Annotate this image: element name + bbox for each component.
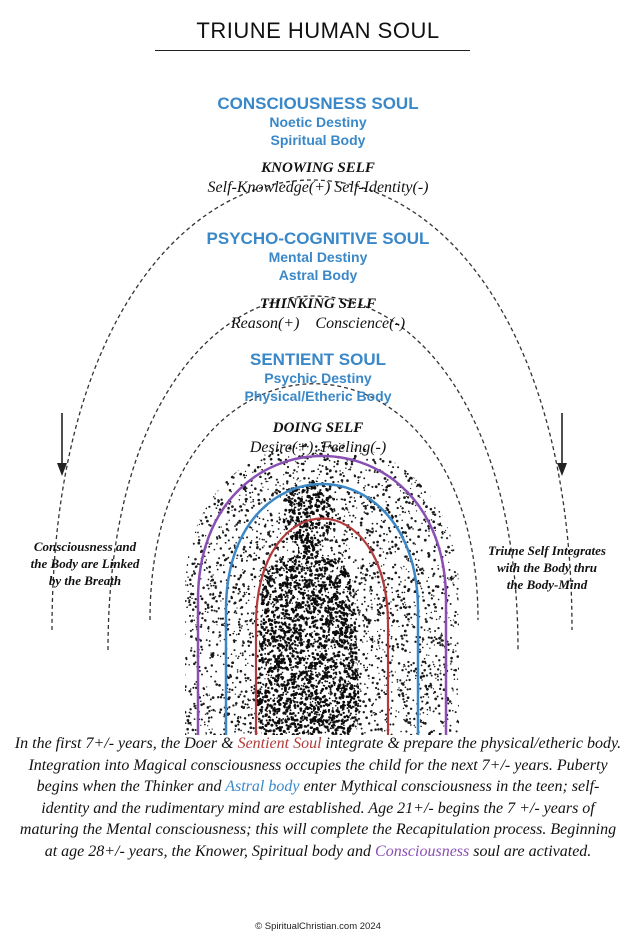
left-down-arrow-icon <box>57 413 67 476</box>
title-underline <box>155 50 470 51</box>
sentient-soul-name: SENTIENT SOUL <box>249 350 386 369</box>
sentient-soul-block: SENTIENT SOUL Psychic Destiny Physical/E… <box>0 350 636 405</box>
caption-highlight-astral-body: Astral body <box>225 778 300 795</box>
consciousness-soul-destiny: Noetic Destiny <box>269 114 367 130</box>
right-down-arrow-icon <box>557 413 567 476</box>
description-paragraph: In the first 7+/- years, the Doer & Sent… <box>14 733 622 862</box>
doing-self-label: DOING SELF <box>272 420 364 436</box>
psycho-cognitive-soul-name: PSYCHO-COGNITIVE SOUL <box>206 229 430 248</box>
caption-part-2: integrate & prepare the physical/etheric… <box>28 735 622 795</box>
sentient-soul-destiny: Psychic Destiny <box>264 370 372 386</box>
caption-highlight-sentient-soul: Sentient Soul <box>237 735 322 752</box>
consciousness-soul-arc <box>51 179 573 631</box>
consciousness-soul-block: CONSCIOUSNESS SOUL Noetic Destiny Spirit… <box>0 94 636 149</box>
knowing-self-polarity: Self-Knowledge(+) Self-Identity(-) <box>207 179 429 196</box>
blue-oval <box>224 482 420 735</box>
caption-part-1: In the first 7+/- years, the Doer & <box>14 735 238 752</box>
doing-self-block: DOING SELF Desire(+) Feeling(-) <box>0 418 636 458</box>
psycho-cognitive-soul-body: Astral Body <box>278 267 358 283</box>
knowing-self-label: KNOWING SELF <box>261 160 375 176</box>
left-note-line-3: by the Breath <box>48 573 122 588</box>
thinking-self-label: THINKING SELF <box>259 296 377 312</box>
caption-part-3: enter Mythical consciousness in the teen… <box>19 778 617 860</box>
right-integration-note: Triune Self Integrates with the Body thr… <box>462 542 632 593</box>
psycho-cognitive-soul-destiny: Mental Destiny <box>268 249 368 265</box>
consciousness-soul-body: Spiritual Body <box>270 132 366 148</box>
psycho-cognitive-soul-arc <box>107 295 519 651</box>
caption-part-4: soul are activated. <box>469 842 592 860</box>
right-note-line-2: with the Body thru <box>496 560 598 575</box>
knowing-self-block: KNOWING SELF Self-Knowledge(+) Self-Iden… <box>0 158 636 198</box>
psycho-cognitive-soul-block: PSYCHO-COGNITIVE SOUL Mental Destiny Ast… <box>0 229 636 284</box>
copyright-notice: © SpiritualChristian.com 2024 <box>255 921 381 932</box>
left-breath-note: Consciousness and the Body are Linked by… <box>0 538 170 589</box>
right-note-line-1: Triune Self Integrates <box>488 543 606 558</box>
doing-self-polarity: Desire(+) Feeling(-) <box>249 439 387 456</box>
red-oval <box>254 517 390 735</box>
caption-highlight-consciousness: Consciousness <box>375 842 470 860</box>
purple-oval <box>196 454 448 735</box>
page-title: TRIUNE HUMAN SOUL <box>196 18 440 43</box>
left-note-line-2: the Body are Linked <box>30 556 140 571</box>
thinking-self-block: THINKING SELF Reason(+) Conscience(-) <box>0 294 636 334</box>
sentient-soul-body: Physical/Etheric Body <box>244 388 392 404</box>
right-note-line-3: the Body-Mind <box>506 577 588 592</box>
thinking-self-polarity: Reason(+) Conscience(-) <box>230 315 406 332</box>
consciousness-soul-name: CONSCIOUSNESS SOUL <box>217 94 419 113</box>
left-note-line-1: Consciousness and <box>33 539 137 554</box>
sentient-soul-arc <box>149 383 479 621</box>
